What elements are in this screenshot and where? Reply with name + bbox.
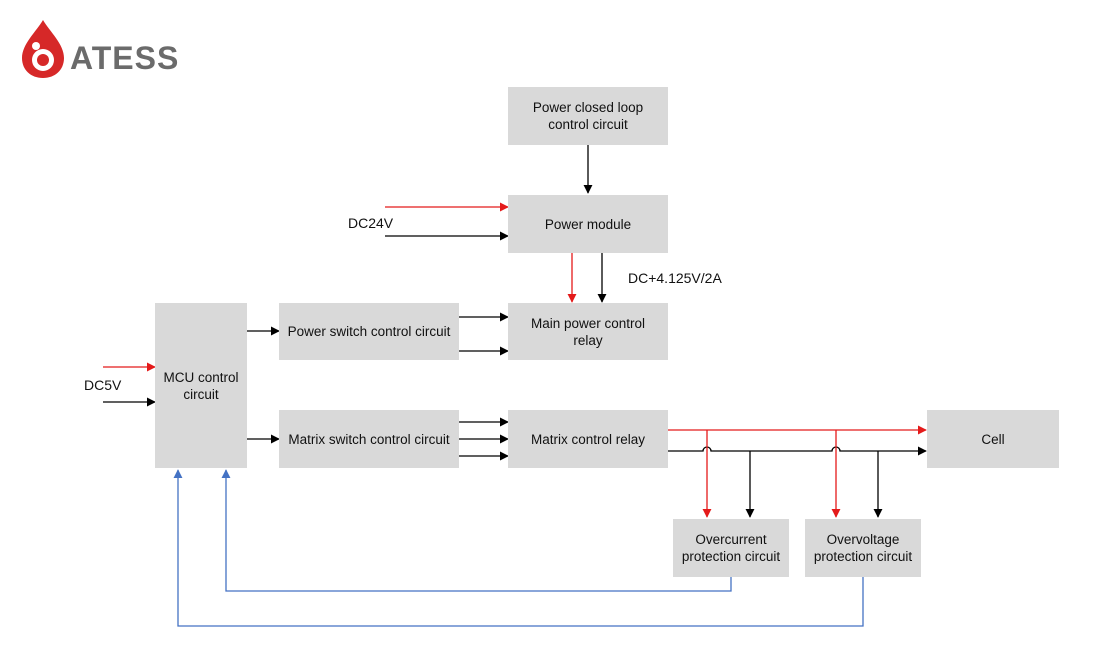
power-switch-block: Power switch control circuit — [279, 303, 459, 360]
power-closed-loop-block: Power closed loop control circuit — [508, 87, 668, 145]
matrix-switch-block: Matrix switch control circuit — [279, 410, 459, 468]
logo-text: ATESS — [70, 40, 180, 76]
overvoltage-block: Overvoltage protection circuit — [805, 519, 921, 577]
power-module-block: Power module — [508, 195, 668, 253]
mcu-control-block: MCU control circuit — [155, 303, 247, 468]
main-relay-block: Main power control relay — [508, 303, 668, 360]
cell-block: Cell — [927, 410, 1059, 468]
dc24v-label: DC24V — [348, 215, 394, 231]
overcurrent-block: Overcurrent protection circuit — [673, 519, 789, 577]
wire-relay-to-cell-neg — [668, 446, 927, 456]
wire-feedback-overcurrent — [221, 469, 732, 592]
dc-output-label: DC+4.125V/2A — [628, 270, 722, 286]
wire-feedback-overvoltage — [173, 469, 864, 627]
dc5v-label: DC5V — [84, 377, 122, 393]
matrix-relay-block: Matrix control relay — [508, 410, 668, 468]
ates-logo-icon — [22, 20, 64, 78]
